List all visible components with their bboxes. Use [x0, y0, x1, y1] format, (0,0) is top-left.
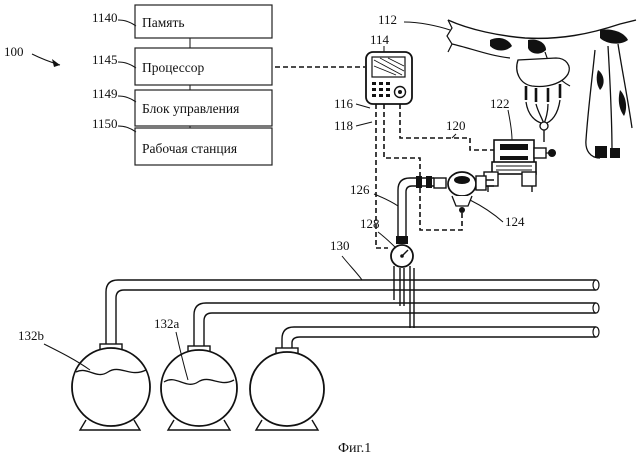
workstation-leader: [118, 126, 136, 132]
tank-a-ref: 132a: [154, 316, 180, 331]
control-unit-block-label: Блок управления: [142, 101, 239, 116]
cow-ref: 112: [378, 12, 397, 27]
flow-meter: [391, 236, 413, 267]
tank-c: [250, 348, 324, 430]
controller-ref: 114: [370, 32, 390, 47]
main-pipe-ref: 130: [330, 238, 350, 253]
milk-line-ref: 126: [350, 182, 370, 197]
control-unit-block-ref: 1149: [92, 86, 118, 101]
figure-caption: Фиг.1: [338, 441, 371, 456]
controller-device: [366, 52, 412, 104]
memory-block-label: Память: [142, 15, 185, 30]
pipe-network: [106, 266, 599, 348]
tank-a: [161, 346, 237, 430]
line-118-ref: 118: [334, 118, 353, 133]
line-120-ref: 120: [446, 118, 466, 133]
memory-leader: [118, 20, 136, 26]
processor-leader: [118, 62, 136, 68]
tank-b-ref: 132b: [18, 328, 44, 343]
tank-b: [72, 344, 150, 430]
system-arrow-head: [52, 59, 60, 67]
meter-ref: 128: [360, 216, 380, 231]
pump-unit: [434, 172, 486, 213]
processor-block-label: Процессор: [142, 60, 205, 75]
control-unit-leader: [118, 96, 136, 102]
system-label: 100: [4, 44, 24, 59]
milking-unit: [484, 140, 556, 192]
workstation-block-label: Рабочая станция: [142, 141, 237, 156]
line-116-ref: 116: [334, 96, 354, 111]
processor-block-ref: 1145: [92, 52, 118, 67]
workstation-block-ref: 1150: [92, 116, 118, 131]
pump-unit-ref: 124: [505, 214, 525, 229]
cow-illustration: [447, 20, 636, 158]
block-stack: Память 1140 Процессор 1145 Блок управлен…: [92, 5, 272, 165]
milking-unit-ref: 122: [490, 96, 510, 111]
memory-block-ref: 1140: [92, 10, 118, 25]
